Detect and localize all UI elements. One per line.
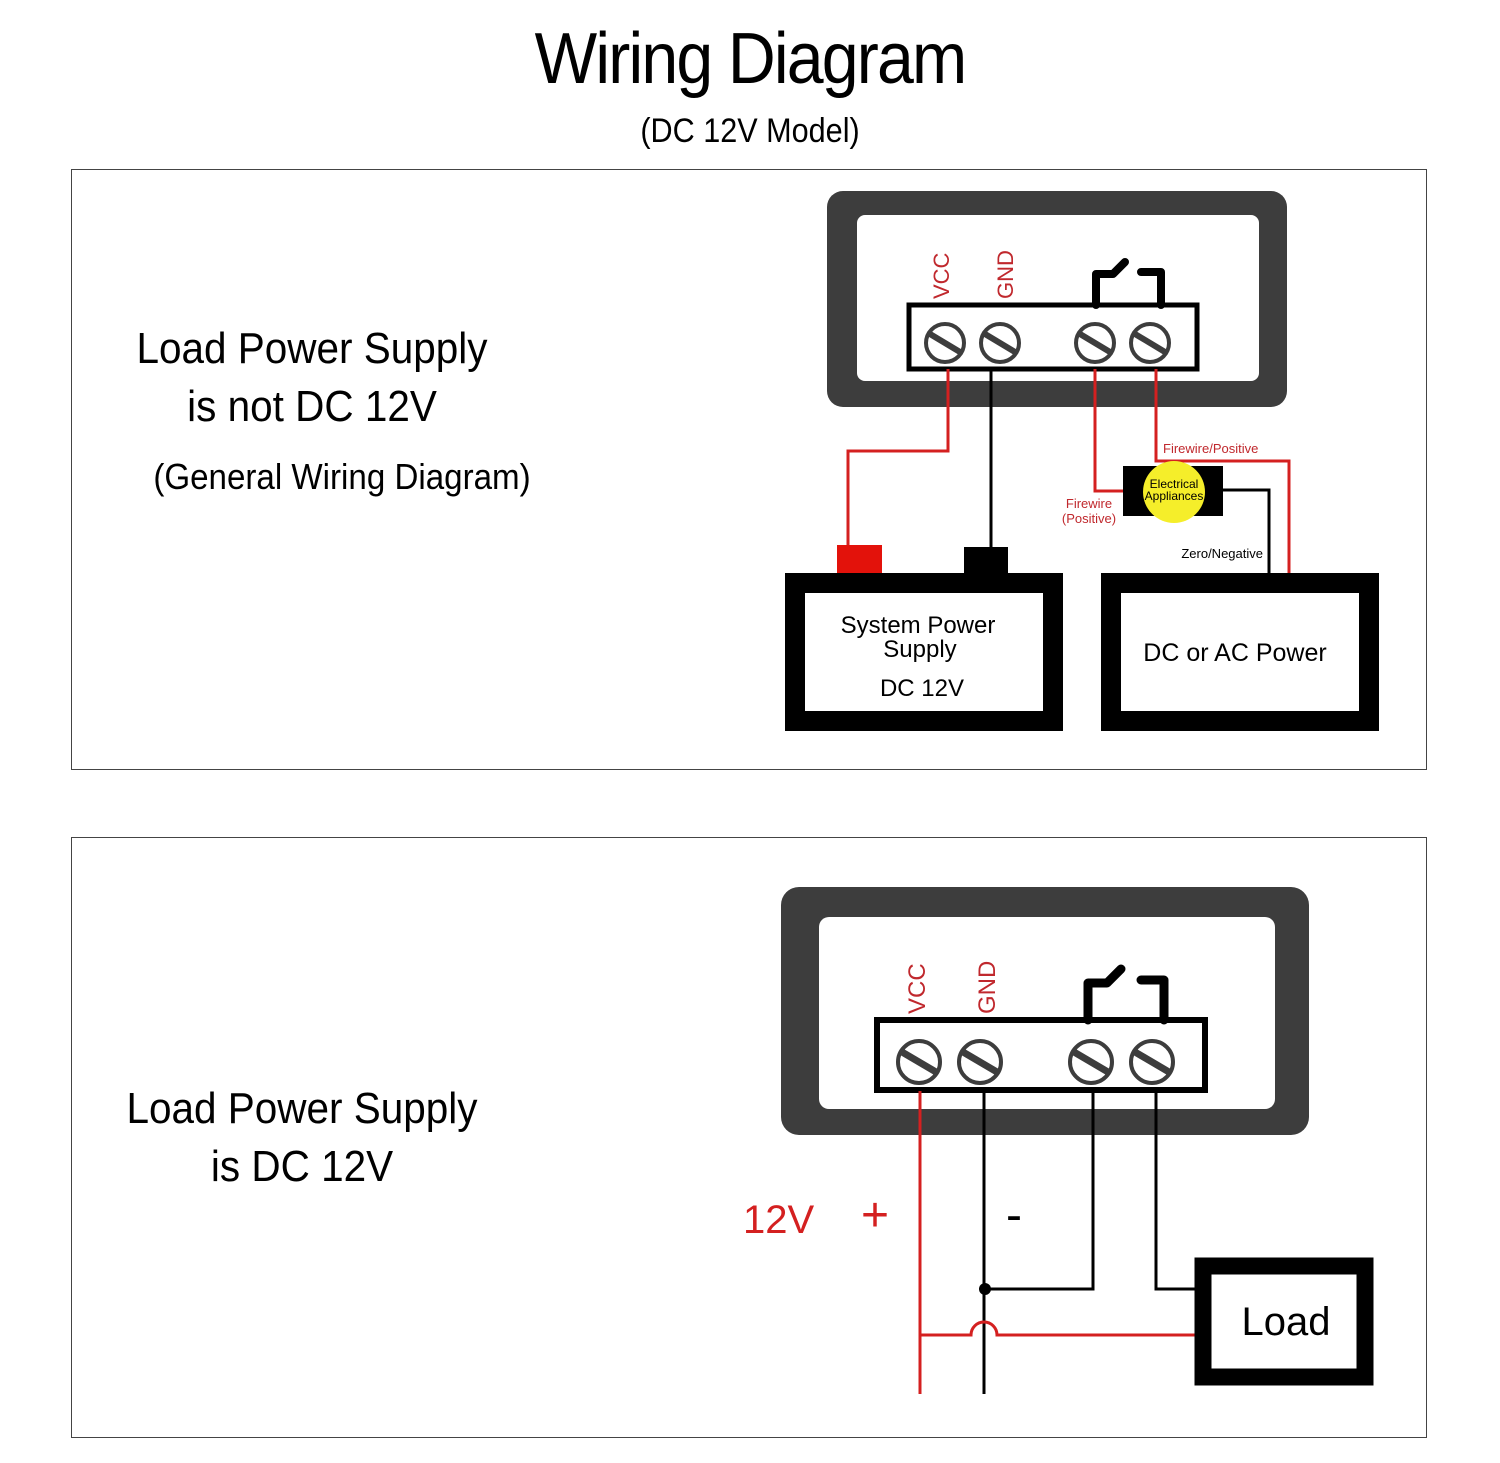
junction-dot [979, 1283, 991, 1295]
panel1-note: (General Wiring Diagram) [153, 456, 531, 497]
svg-text:Electrical: Electrical [1150, 477, 1199, 491]
svg-text:System Power: System Power [841, 612, 996, 639]
page-title: Wiring Diagram [534, 19, 967, 99]
plus-sign: + [861, 1189, 889, 1242]
vcc-label: VCC [904, 963, 931, 1014]
vcc-label: VCC [929, 252, 954, 299]
screw-terminal-gnd [979, 322, 1021, 364]
dc-ac-power-source: DC or AC Power [1101, 573, 1379, 731]
relay-switch-icon [1083, 964, 1126, 1025]
firewire-positive-label: Firewire/Positive [1163, 441, 1258, 456]
screw-terminal-vcc [896, 1039, 942, 1085]
relay-to-ground-wire [984, 1091, 1095, 1291]
general-wiring-panel: Load Power Supply is not DC 12V (General… [71, 169, 1427, 770]
controller-module: VCC GND [781, 887, 1309, 1135]
negative-terminal [964, 547, 1008, 575]
svg-text:DC or AC Power: DC or AC Power [1143, 639, 1326, 667]
appliance-negative-wire [1221, 488, 1271, 575]
panel1-heading-line2: is not DC 12V [187, 382, 437, 431]
screw-terminal-vcc [924, 322, 966, 364]
load-box: Load [1194, 1257, 1374, 1386]
page-subtitle: (DC 12V Model) [640, 112, 860, 150]
positive-terminal [837, 545, 882, 573]
svg-text:Supply: Supply [883, 636, 956, 663]
gnd-label: GND [993, 250, 1018, 299]
load-label: Load [1242, 1300, 1331, 1344]
minus-sign: - [1006, 1189, 1022, 1242]
system-power-supply: System Power Supply DC 12V [785, 545, 1063, 731]
screw-terminal-relay-2 [1129, 322, 1171, 364]
appliance-bulb-icon [1143, 461, 1205, 523]
relay-switch-icon [1092, 258, 1129, 309]
vcc-wire [846, 369, 950, 547]
relay-contact-icon [1136, 975, 1169, 1025]
dc12v-wiring-panel: Load Power Supply is DC 12V VCC GND 12V … [71, 837, 1427, 1438]
svg-text:DC 12V: DC 12V [880, 675, 964, 702]
dc12v-wiring-diagram: VCC GND 12V + - Load [743, 887, 1374, 1394]
panel2-heading: Load Power Supply is DC 12V [118, 1080, 486, 1196]
zero-negative-label: Zero/Negative [1181, 546, 1263, 561]
firewire-label-line1: Firewire [1066, 496, 1112, 511]
relay-contact-icon [1137, 268, 1165, 309]
positive-to-load-wire [920, 1320, 1196, 1337]
controller-module: VCC GND [827, 191, 1287, 407]
panel1-heading: Load Power Supply is not DC 12V [128, 320, 496, 436]
svg-text:Appliances: Appliances [1145, 489, 1204, 503]
electrical-appliance: Electrical Appliances [1123, 461, 1223, 523]
screw-terminal-relay-1 [1074, 322, 1116, 364]
panel2-heading-line1: Load Power Supply [126, 1084, 478, 1133]
relay-to-power-wire [1154, 369, 1291, 575]
gnd-label: GND [974, 961, 1001, 1014]
screw-terminal-relay-1 [1068, 1039, 1114, 1085]
relay-to-appliance-wire [1093, 369, 1125, 493]
panel1-heading-line1: Load Power Supply [136, 324, 488, 373]
voltage-label: 12V [743, 1198, 814, 1242]
panel2-heading-line2: is DC 12V [210, 1142, 394, 1191]
firewire-label-line2: (Positive) [1062, 511, 1116, 526]
screw-terminal-gnd [957, 1039, 1003, 1085]
screw-terminal-relay-2 [1129, 1039, 1175, 1085]
relay-to-load-wire [1154, 1091, 1196, 1291]
general-wiring-diagram: VCC GND Electrical Appliances Firewire/P… [785, 191, 1379, 731]
